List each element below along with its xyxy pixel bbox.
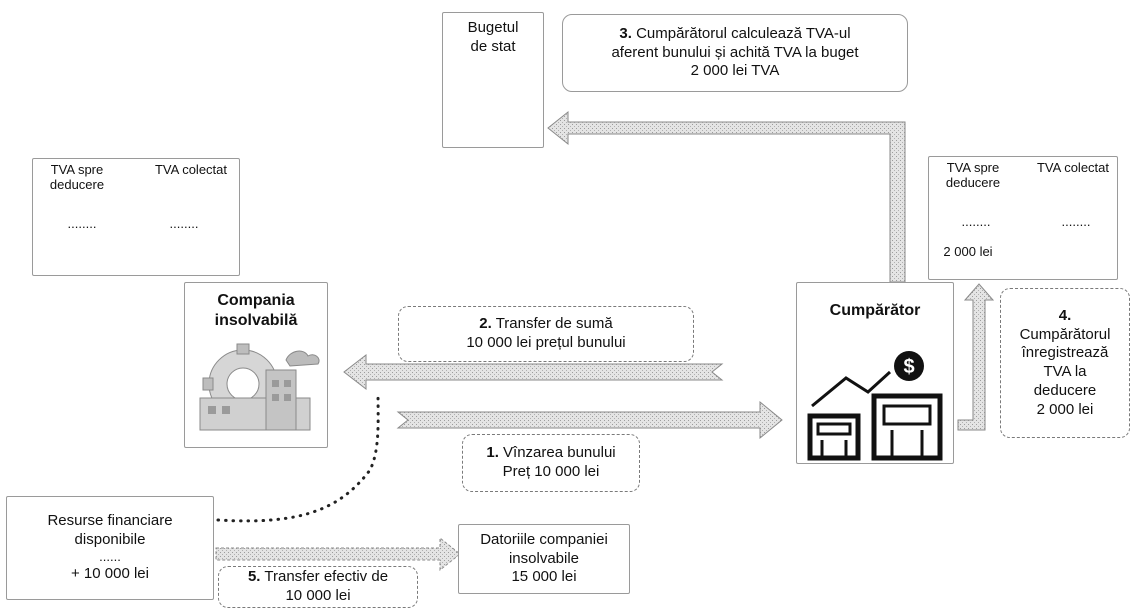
buyer-title: Cumpărător — [829, 302, 921, 319]
debts-box: Datoriile companiei insolvabile 15 000 l… — [458, 524, 630, 594]
svg-text:$: $ — [903, 356, 914, 378]
left-ledger-collected-header: TVA colectat — [154, 162, 227, 177]
step4-line2: înregistrează — [1021, 344, 1109, 362]
step4-box: 4. Cumpărătorul înregistrează TVA la ded… — [1000, 288, 1130, 438]
step3-line1: Cumpărătorul calculează TVA-ul — [636, 24, 851, 42]
factory-gear-icon — [199, 343, 320, 431]
step4-line4: deducere — [1033, 381, 1097, 399]
step5-line1: Transfer efectiv de — [264, 568, 389, 586]
step3-number: 3. — [619, 24, 632, 42]
step1-line1: Vînzarea bunului — [503, 444, 616, 462]
left-ledger-collected-value: ........ — [169, 216, 199, 231]
office-buildings-icon — [807, 370, 943, 461]
step4-line5: 2 000 lei — [1036, 400, 1094, 418]
budget-title-line1: Bugetul — [467, 19, 519, 36]
step5-number: 5. — [247, 568, 261, 586]
left-ledger-box: TVA spre deducere TVA colectat ........ … — [32, 158, 240, 276]
resources-line1: Resurse financiare — [47, 512, 173, 530]
debts-line2: insolvabile — [508, 549, 580, 567]
budget-title-line2: de stat — [470, 37, 516, 55]
step1-line2: Preț 10 000 lei — [502, 463, 600, 480]
debts-line3: 15 000 lei — [511, 568, 577, 586]
step5-box: 5. Transfer efectiv de 10 000 lei — [218, 566, 418, 608]
resources-box: Resurse financiare disponibile ...... + … — [6, 496, 214, 600]
state-budget-box: Bugetul de stat — [442, 12, 544, 148]
left-ledger-deduct-value: ........ — [67, 216, 97, 231]
right-ledger-amount: 2 000 lei — [943, 244, 993, 259]
step3-line2: aferent bunului și achită TVA la buget — [611, 43, 859, 61]
step2-number: 2. — [479, 315, 492, 333]
insolvent-company-box: Compania insolvabilă — [184, 282, 328, 448]
step1-number: 1. — [486, 444, 499, 462]
step5-line2: 10 000 lei — [285, 587, 351, 604]
right-ledger-box: TVA spre deducere TVA colectat ........ … — [928, 156, 1118, 280]
step2-line2: 10 000 lei prețul bunului — [466, 334, 626, 351]
arrow-buyer-to-ledger — [957, 283, 995, 431]
right-ledger-collected-value: ........ — [1061, 214, 1091, 229]
dollar-sign-icon: $ — [894, 351, 924, 381]
right-ledger-deduct-header: TVA spre deducere — [945, 160, 1001, 190]
step1-box: 1. Vînzarea bunului Preț 10 000 lei — [462, 434, 640, 492]
dotted-connector — [216, 390, 380, 523]
step2-box: 2. Transfer de sumă 10 000 lei prețul bu… — [398, 306, 694, 362]
step4-number: 4. — [1058, 306, 1072, 324]
resources-line2: disponibile — [74, 531, 146, 549]
arrow-payment-to-company — [343, 353, 724, 391]
debts-line1: Datoriile companiei — [480, 530, 608, 548]
company-title-line2: insolvabilă — [214, 312, 298, 329]
right-ledger-deduct-value: ........ — [961, 214, 991, 229]
step4-line3: TVA la — [1043, 363, 1087, 380]
arrow-resources-to-debts — [215, 536, 461, 572]
arrow-buyer-to-budget — [547, 110, 906, 283]
company-title-line1: Compania — [217, 292, 295, 309]
left-ledger-deduct-header: TVA spre deducere — [49, 162, 105, 192]
right-ledger-collected-header: TVA colectat — [1036, 160, 1109, 175]
arrow-sale-to-buyer — [396, 400, 783, 440]
step3-line3: 2 000 lei TVA — [690, 62, 780, 80]
step2-line1: Transfer de sumă — [495, 315, 613, 333]
step4-line1: Cumpărătorul — [1019, 325, 1111, 343]
resources-dots: ...... — [99, 548, 121, 564]
resources-amount: + 10 000 lei — [71, 564, 149, 582]
buyer-box: Cumpărător — [796, 282, 954, 464]
step3-box: 3. Cumpărătorul calculează TVA-ul aferen… — [562, 14, 908, 92]
